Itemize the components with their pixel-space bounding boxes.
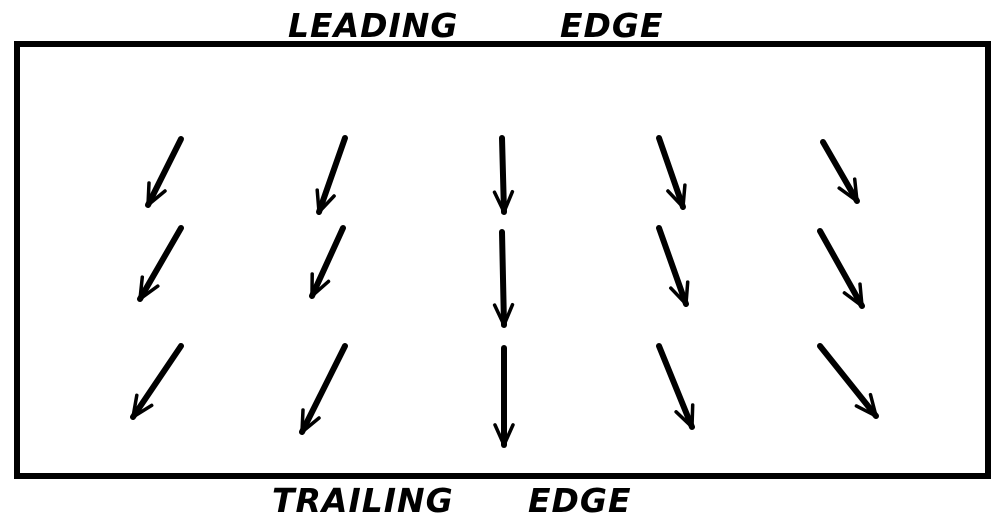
arrow-shaft xyxy=(656,343,695,430)
arrow-icon xyxy=(817,228,865,309)
arrow-head xyxy=(146,181,167,207)
arrow-head xyxy=(837,177,859,203)
arrow-icon xyxy=(493,345,515,448)
arrow-shaft xyxy=(299,343,348,435)
panel-frame xyxy=(14,41,991,479)
trailing-edge-word-1: TRAILING xyxy=(272,481,454,520)
arrow-shaft xyxy=(817,343,879,419)
arrow-shaft xyxy=(316,135,348,215)
arrow-shaft xyxy=(145,136,184,208)
arrow-icon xyxy=(130,343,184,420)
arrow-icon xyxy=(492,135,515,215)
arrow-shaft xyxy=(656,225,689,307)
arrow-icon xyxy=(492,229,515,328)
arrow-shaft xyxy=(820,139,860,204)
arrow-shaft xyxy=(499,229,507,328)
arrow-shaft xyxy=(130,343,184,420)
arrow-head xyxy=(300,408,321,434)
arrow-head xyxy=(138,275,160,301)
arrow-shaft xyxy=(137,225,184,302)
arrow-icon xyxy=(656,225,690,307)
arrow-head xyxy=(492,189,515,214)
arrow-head xyxy=(131,393,154,419)
trailing-edge-label: TRAILING EDGE xyxy=(0,481,1000,521)
leading-edge-word-2: EDGE xyxy=(560,6,664,45)
leading-edge-word-1: LEADING xyxy=(288,6,459,45)
arrow-shaft xyxy=(817,228,865,309)
arrow-head xyxy=(310,272,331,298)
trailing-edge-word-2: EDGE xyxy=(528,481,632,520)
arrow-icon xyxy=(315,135,348,215)
arrow-icon xyxy=(820,139,860,204)
arrow-icon xyxy=(309,225,346,299)
arrow-shaft xyxy=(309,225,346,299)
arrow-head xyxy=(666,183,687,209)
arrow-head xyxy=(674,403,695,429)
arrow-grid xyxy=(130,135,879,448)
arrow-head xyxy=(669,280,690,306)
arrow-shaft xyxy=(656,135,686,210)
arrow-shaft xyxy=(499,135,507,215)
arrow-head xyxy=(854,392,878,418)
arrow-head xyxy=(842,282,864,308)
arrow-icon xyxy=(656,135,687,210)
arrow-icon xyxy=(137,225,184,302)
arrow-icon xyxy=(817,343,879,419)
arrow-head xyxy=(492,302,515,327)
leading-edge-label: LEADING EDGE xyxy=(0,6,1000,46)
arrow-icon xyxy=(299,343,348,435)
arrow-icon xyxy=(656,343,695,430)
arrow-head xyxy=(315,188,336,214)
arrow-icon xyxy=(145,136,184,208)
arrow-head xyxy=(493,423,515,447)
